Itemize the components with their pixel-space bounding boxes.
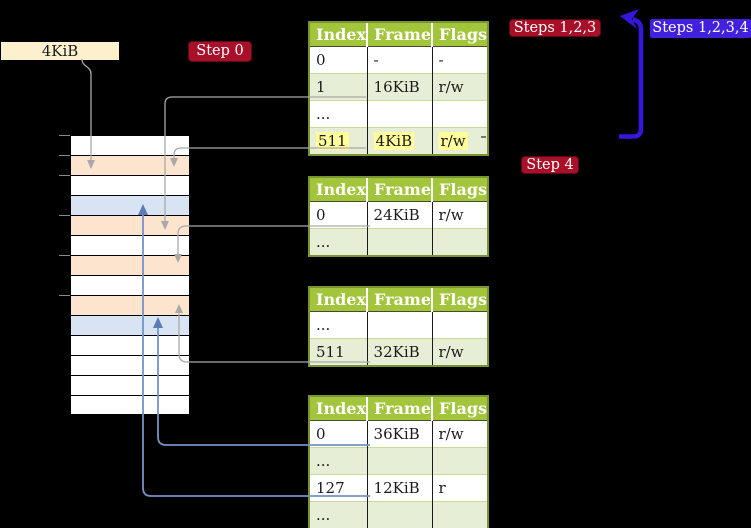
column-header-flags: Flags — [432, 178, 488, 202]
table-cell: 511 — [310, 338, 368, 365]
table-cell — [432, 311, 488, 339]
table-row: ... — [310, 447, 488, 475]
memory-tick-mark — [59, 155, 70, 156]
column-header-flags: Flags — [432, 288, 488, 312]
memory-frame-row-13-white — [70, 375, 190, 395]
table-cell: r/w — [432, 338, 488, 365]
table-cell: ... — [310, 228, 368, 255]
table-cell: 0 — [310, 201, 368, 229]
column-header-index: Index — [310, 288, 369, 312]
table-cell — [367, 447, 433, 475]
table-cell — [432, 447, 488, 475]
table-cell: - — [432, 46, 488, 74]
table-row: 0-- — [310, 46, 488, 74]
table-cell: ... — [310, 100, 368, 128]
column-header-frame: Frame — [367, 288, 434, 312]
frame-size-label: 4KiB — [1, 42, 119, 60]
column-header-frame: Frame — [367, 397, 434, 421]
table-cell: 36KiB — [367, 420, 433, 448]
badge-step-4: Step 4 — [521, 156, 579, 174]
arrow-steps-loop — [619, 17, 644, 139]
table-cell: r — [432, 474, 488, 502]
memory-frame-row-12-white — [70, 355, 190, 375]
table-cell: 4KiB — [367, 127, 433, 154]
table-cell — [432, 501, 488, 528]
table-cell — [367, 501, 433, 528]
badge-steps-1-2-3: Steps 1,2,3 — [509, 19, 601, 37]
table-cell: 127 — [310, 474, 368, 502]
memory-frame-row-11-white — [70, 335, 190, 355]
table-cell — [367, 311, 433, 339]
badge-steps-1-2-3-4: Steps 1,2,3,4 — [650, 19, 751, 38]
table-row: 511 4KiB r/w — [310, 127, 488, 154]
table-row: ... — [310, 100, 488, 128]
table-cell: 16KiB — [367, 73, 433, 101]
memory-tick-mark — [59, 175, 70, 176]
table-cell: 511 — [310, 127, 368, 154]
memory-tick-mark — [59, 215, 70, 216]
memory-tick-mark — [59, 295, 70, 296]
table-cell: r/w — [432, 201, 488, 229]
table-cell: r/w — [432, 420, 488, 448]
table-cell: 12KiB — [367, 474, 433, 502]
memory-frame-row-8-white — [70, 275, 190, 295]
table-row: ... — [310, 501, 488, 528]
memory-frame-row-10-blue — [70, 315, 190, 335]
table-cell: 0 — [310, 46, 368, 74]
badge-step-0: Step 0 — [188, 41, 252, 62]
highlighted-value: r/w — [438, 132, 468, 150]
memory-tick-mark — [59, 135, 70, 136]
table-cell — [367, 100, 433, 128]
table-cell: r/w — [432, 73, 488, 101]
memory-frame-row-14-white — [70, 395, 190, 415]
column-header-index: Index — [310, 397, 369, 421]
table-cell: 24KiB — [367, 201, 433, 229]
memory-frame-row-2-orange — [70, 155, 190, 175]
memory-tick-mark — [59, 255, 70, 256]
table-cell — [432, 228, 488, 255]
memory-frame-row-6-white — [70, 235, 190, 255]
arrowhead-up-left-icon — [620, 9, 639, 29]
table-cell: - — [367, 46, 433, 74]
physical-memory-column — [70, 135, 190, 415]
table-row: ... — [310, 311, 488, 339]
table-cell — [367, 228, 433, 255]
table-cell: 0 — [310, 420, 368, 448]
column-header-flags: Flags — [432, 23, 488, 47]
column-header-frame: Frame — [367, 178, 434, 202]
memory-frame-row-9-orange — [70, 295, 190, 315]
highlighted-value: 4KiB — [373, 132, 415, 150]
table-row: ... — [310, 228, 488, 255]
table-cell: ... — [310, 447, 368, 475]
table-cell: r/w — [432, 127, 488, 154]
table-cell — [432, 100, 488, 128]
memory-frame-row-1-white — [70, 135, 190, 155]
column-header-index: Index — [310, 23, 369, 47]
memory-frame-row-5-orange — [70, 215, 190, 235]
memory-frame-row-7-orange — [70, 255, 190, 275]
column-header-flags: Flags — [432, 397, 488, 421]
memory-frame-row-3-white — [70, 175, 190, 195]
memory-frame-row-4-blue — [70, 195, 190, 215]
table-cell: 1 — [310, 73, 368, 101]
table-cell: 32KiB — [367, 338, 433, 365]
table-cell: ... — [310, 311, 368, 339]
table-cell: ... — [310, 501, 368, 528]
highlighted-value: 511 — [316, 132, 349, 150]
column-header-frame: Frame — [367, 23, 434, 47]
column-header-index: Index — [310, 178, 369, 202]
